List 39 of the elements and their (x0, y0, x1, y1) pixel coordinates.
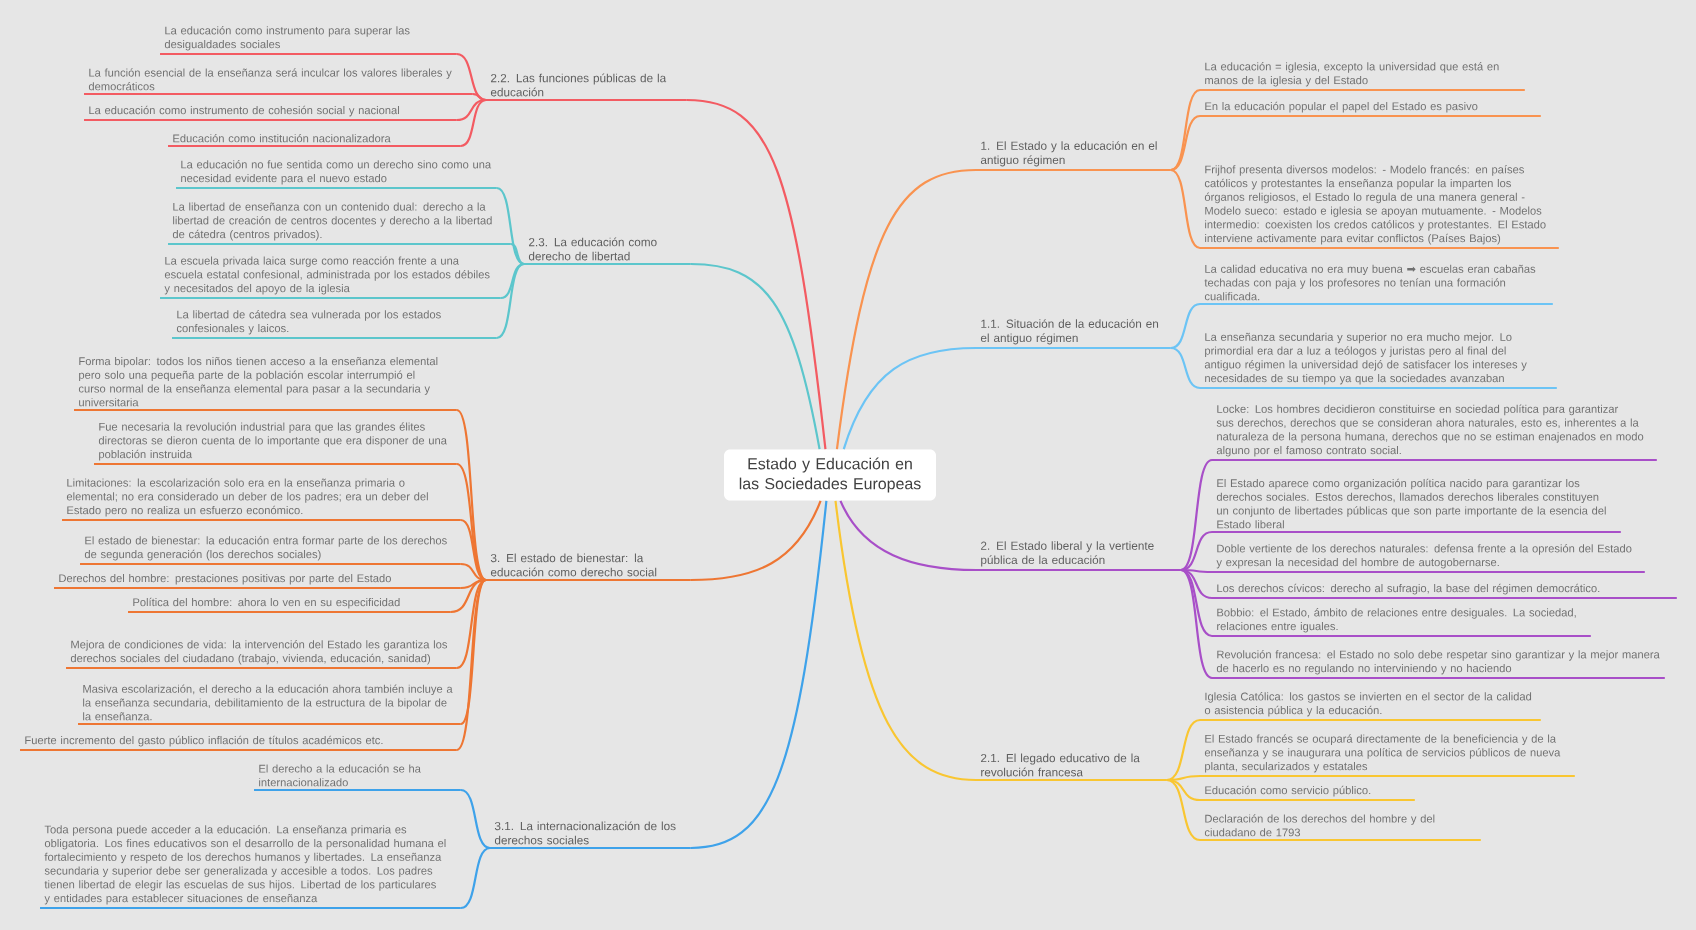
connector-line (510, 242, 525, 266)
connector-line (472, 92, 487, 102)
connector-line (460, 518, 487, 582)
connector-line (460, 562, 487, 582)
connector-line (1180, 530, 1213, 572)
connector-line (500, 262, 525, 300)
connector-line (1166, 778, 1201, 802)
connector-line (496, 186, 525, 265)
connector-line (835, 168, 977, 450)
connector-line (1170, 302, 1201, 350)
connector-line (456, 463, 487, 581)
connector-line (496, 262, 525, 339)
connector-line (1166, 778, 1201, 842)
connector-line (839, 500, 977, 572)
connector-line (1166, 718, 1201, 782)
connector-line (1170, 346, 1201, 390)
connector-line (460, 98, 487, 148)
connector-line (834, 500, 977, 782)
connector-line (1180, 568, 1213, 574)
connector-line (1166, 774, 1201, 782)
connector-line (1180, 568, 1213, 638)
connector-line (450, 578, 487, 614)
connector-line (1170, 168, 1201, 249)
connector-line (690, 262, 821, 450)
connector-line (456, 579, 487, 751)
connector-line (1180, 569, 1213, 679)
connector-line (690, 500, 828, 850)
connector-line (842, 346, 977, 450)
connector-line (1180, 459, 1213, 571)
connector-line (1170, 114, 1201, 172)
connector-line (1180, 568, 1213, 600)
connector-line (1170, 88, 1201, 171)
connector-line (456, 578, 487, 669)
connector-line (460, 846, 491, 910)
connector-line (456, 409, 487, 581)
connector-line (456, 98, 487, 122)
connector-line (690, 500, 822, 582)
connector-line (686, 98, 827, 450)
connector-line (460, 788, 491, 850)
